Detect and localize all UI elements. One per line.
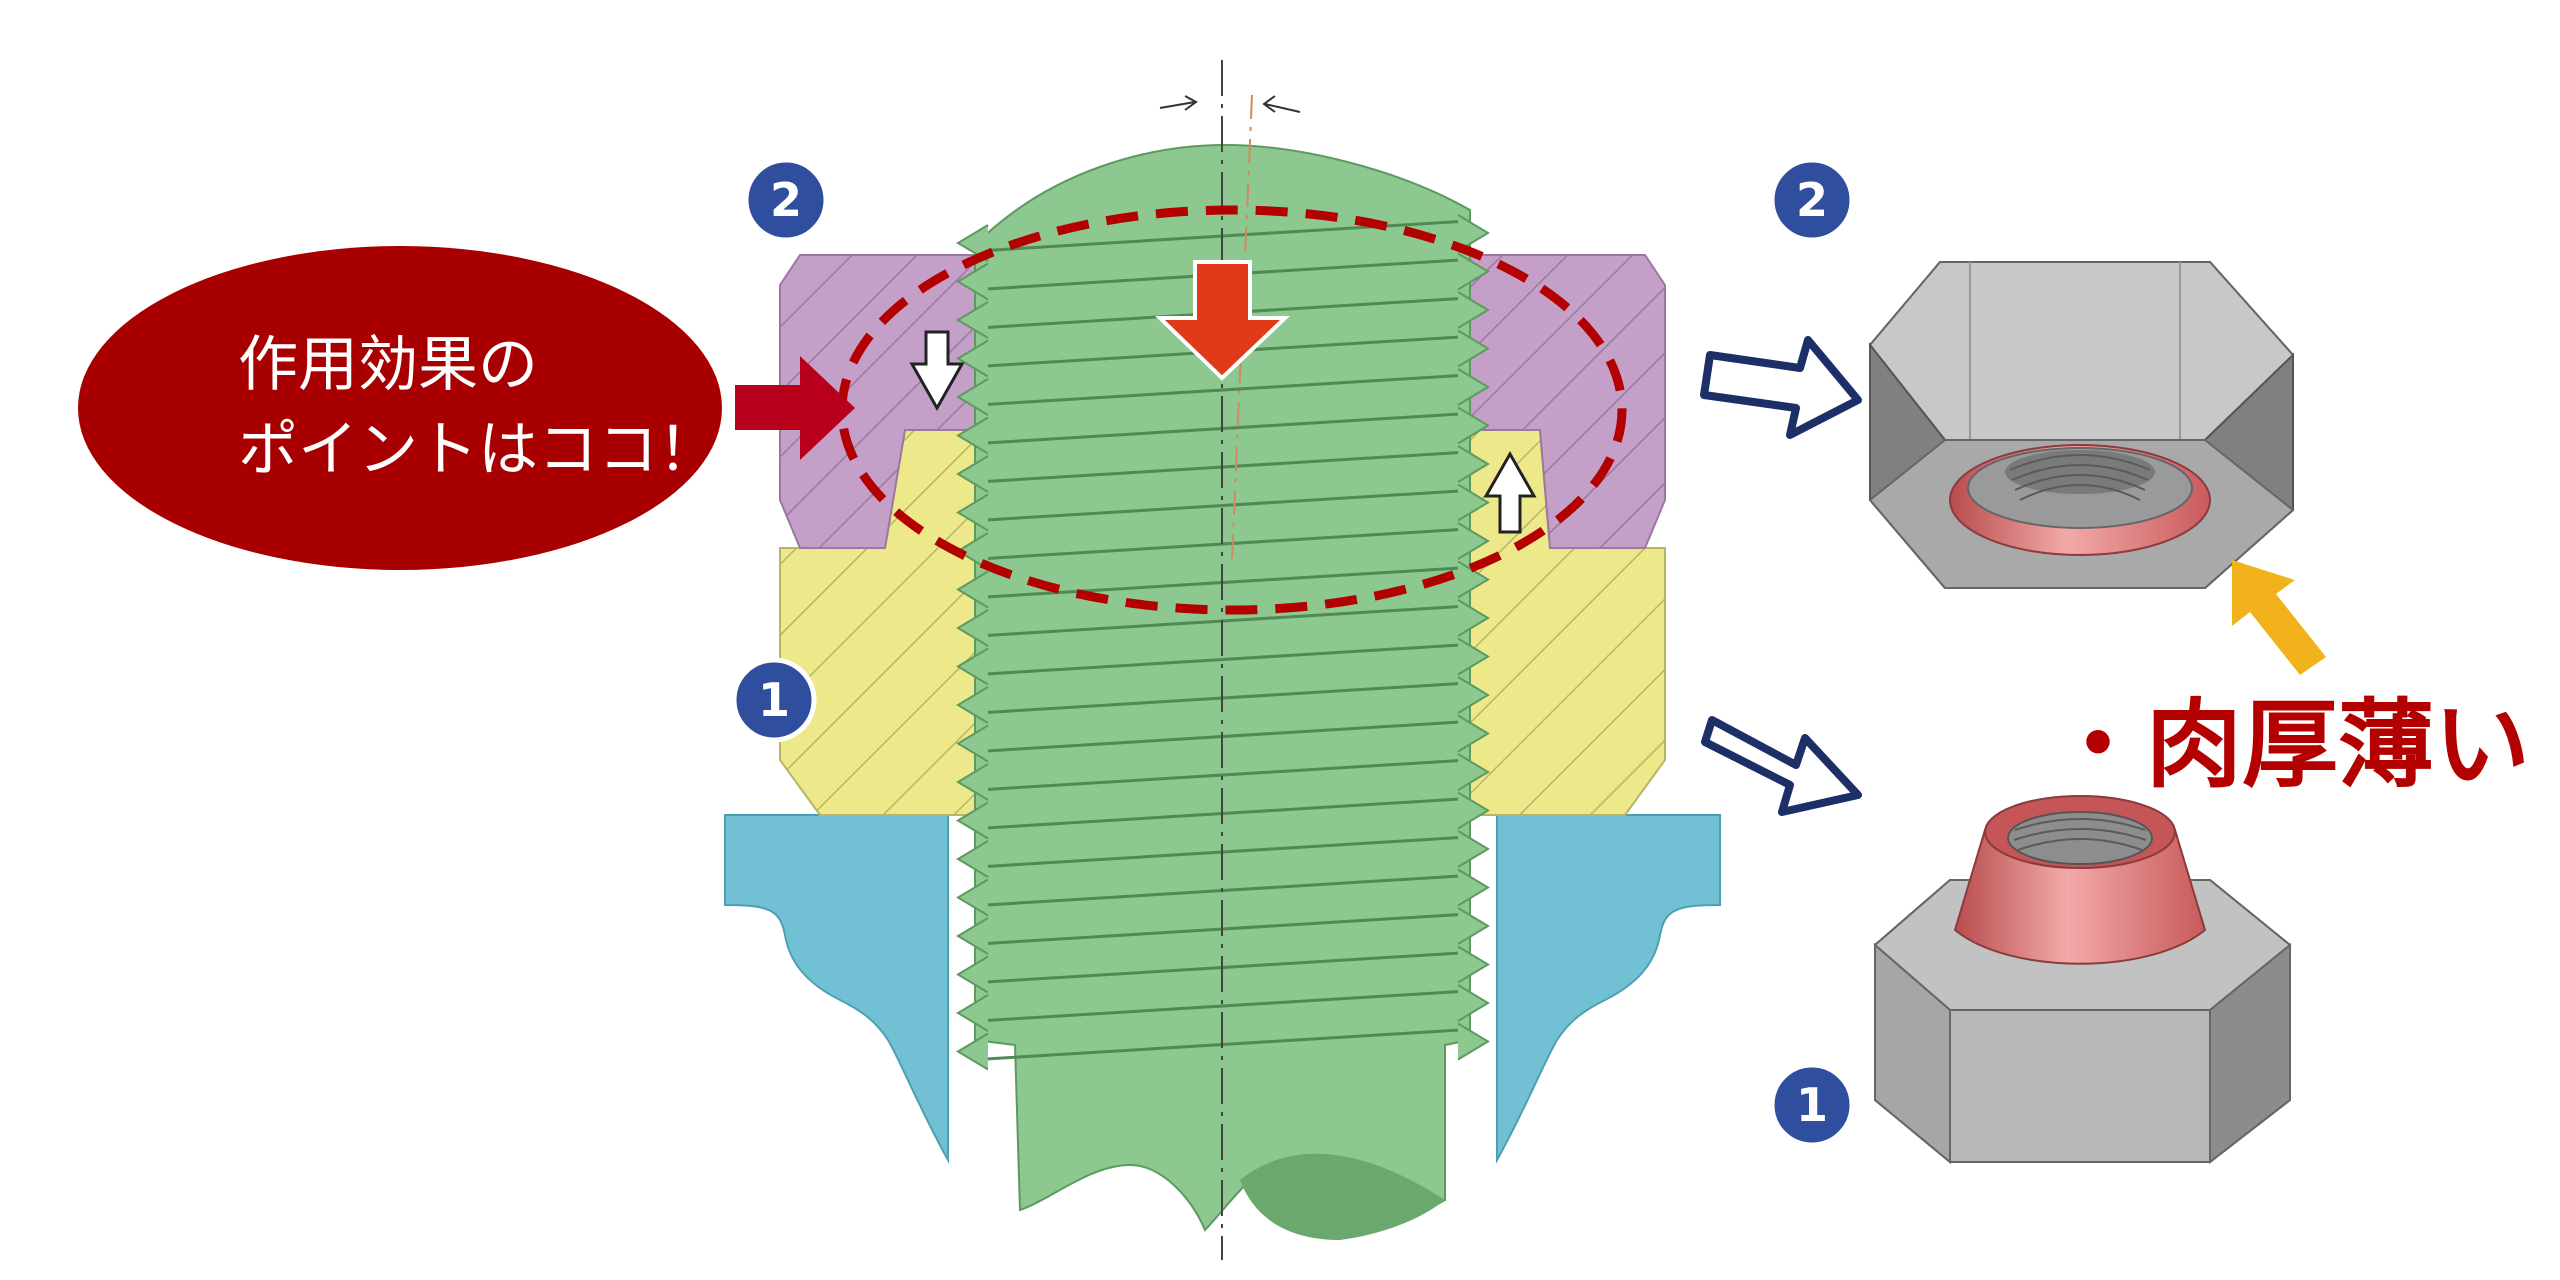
thread-tooth-right [1457,1022,1490,1061]
thread-tooth-right [1457,753,1490,791]
thread-tooth-left [956,647,989,686]
thread-tooth-right [1457,406,1490,445]
callout-line-2: ポイントはココ！ [238,415,718,485]
callout: 作用効果の ポイントはココ！ [78,246,855,570]
thread-tooth-right [1457,445,1490,483]
thread-tooth-right [1457,522,1490,560]
thread-tooth-left [956,416,989,455]
thread-line [977,758,1469,792]
thread-tooth-left [956,686,989,724]
thin-wall-label: ・肉厚薄い [2050,689,2530,801]
up-small-arrow [1483,450,1537,534]
thread-tooth-right [1457,560,1490,599]
thread-tooth-left [956,994,989,1032]
outline-arrow-upper [1700,336,1862,439]
nut-3d-lower [1873,795,2292,1165]
thread-tooth-right [1457,676,1490,714]
thread-tooth-right [1457,329,1490,368]
thread-tooth-right [1457,483,1490,522]
thread-tooth-right [1457,791,1490,830]
thread-tooth-right [1457,984,1490,1022]
down-small-arrow [909,330,965,412]
callout-line-1: 作用効果の [238,330,538,400]
thread-tooth-left [956,955,989,994]
thread-tooth-right [1457,214,1490,252]
thread-tooth-left [956,1032,989,1071]
thread-tooth-left [956,724,989,763]
thread-tooth-left [956,763,989,801]
thread-tooth-right [1457,868,1490,907]
thread-tooth-left [956,570,989,609]
badge-lower-nut-right: 1 [1769,1062,1855,1148]
base-part [724,814,1721,1164]
thread-tooth-right [1457,368,1490,406]
thread-tooth-left [956,840,989,878]
thread-line [977,373,1469,407]
thread-tooth-left [956,301,989,339]
thread-tooth-right [1457,714,1490,753]
thread-tooth-left [956,455,989,493]
thread-tooth-right [1457,945,1490,984]
badge-upper-nut-left: 2 [743,157,829,243]
thread-tooth-left [956,339,989,378]
thread-tooth-left [956,917,989,955]
svg-text:2: 2 [1796,173,1828,227]
svg-text:2: 2 [770,173,802,227]
thread-tooth-right [1457,637,1490,676]
thread-tooth-left [956,493,989,532]
thread-tooth-right [1457,252,1490,291]
thread-tooth-left [956,801,989,840]
outline-arrow-lower [1701,716,1862,816]
badge-upper-nut-right: 2 [1769,157,1855,243]
svg-text:1: 1 [1796,1078,1828,1132]
thread-tooth-right [1457,599,1490,637]
svg-text:1: 1 [758,673,790,727]
thread-tooth-right [1457,907,1490,945]
badge-lower-nut-left: 1 [731,657,817,743]
thread-tooth-right [1457,291,1490,329]
thread-tooth-left [956,378,989,416]
thread-tooth-left [956,609,989,647]
yellow-pointer-arrow [2232,560,2326,675]
nut-3d-upper [1868,261,2295,589]
thread-line [977,489,1469,522]
thread-tooth-left [956,262,989,301]
thread-line [977,989,1469,1023]
axial-force-arrow [1155,260,1290,381]
thread-tooth-left [956,878,989,917]
thread-tooth-right [1457,830,1490,868]
callout-pointer-arrow [735,356,855,460]
thread-line [977,643,1469,676]
